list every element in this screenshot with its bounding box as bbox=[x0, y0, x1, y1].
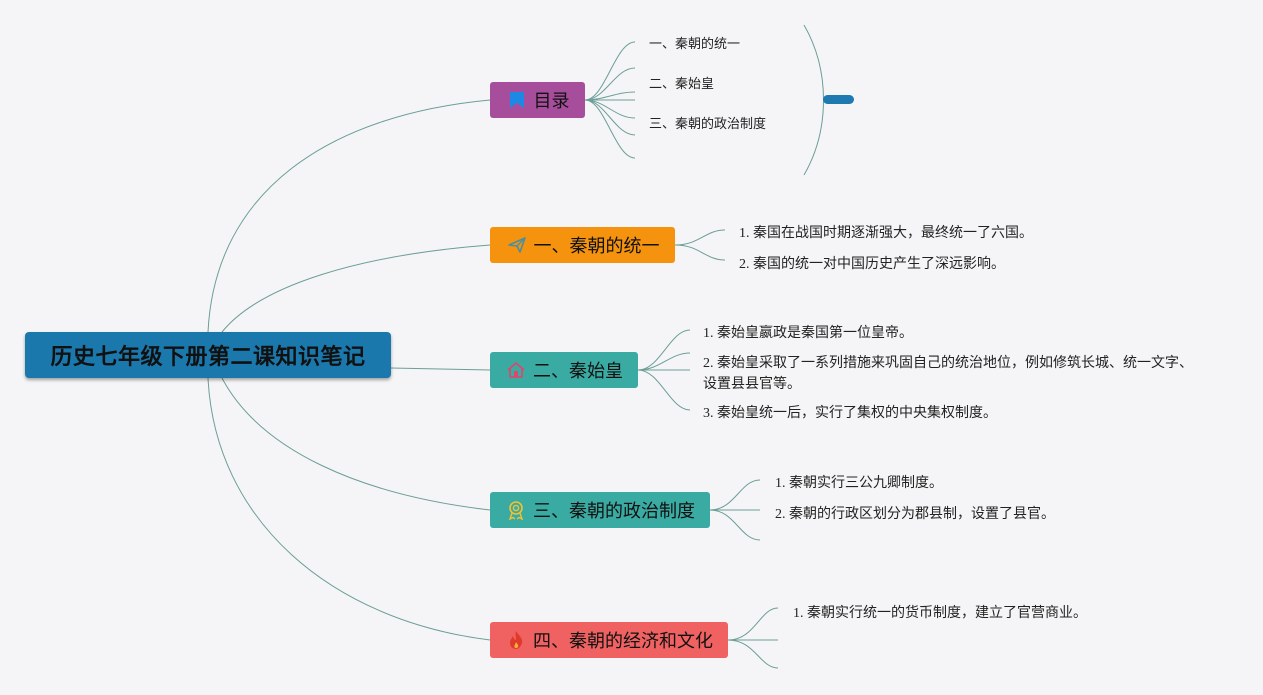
topic-label: 四、秦朝的经济和文化 bbox=[533, 631, 713, 652]
note-item[interactable]: 1. 秦始皇嬴政是秦国第一位皇帝。 bbox=[703, 326, 913, 341]
topic-b2[interactable]: 二、秦始皇 bbox=[490, 352, 638, 388]
topic-label: 一、秦朝的统一 bbox=[533, 236, 660, 257]
note-item[interactable]: 2. 秦始皇采取了一系列措施来巩固自己的统治地位，例如修筑长城、统一文字、 bbox=[703, 356, 1193, 371]
note-item[interactable]: 2. 秦朝的行政区划分为郡县制，设置了县官。 bbox=[775, 507, 1055, 522]
root-title: 历史七年级下册第二课知识笔记 bbox=[50, 345, 366, 370]
summary-brace bbox=[803, 24, 824, 176]
note-item: 设置县县官等。 bbox=[703, 377, 801, 392]
topic-label: 二、秦始皇 bbox=[533, 361, 623, 382]
connector-root-b3 bbox=[221, 377, 491, 511]
collapse-toggle[interactable] bbox=[823, 95, 854, 104]
topic-label: 目录 bbox=[533, 91, 570, 112]
connector-root-b4 bbox=[207, 377, 491, 641]
connector-root-b2 bbox=[390, 367, 491, 371]
home-icon bbox=[505, 359, 527, 381]
note-item[interactable]: 1. 秦国在战国时期逐渐强大，最终统一了六国。 bbox=[739, 226, 1033, 241]
toc-item[interactable]: 一、秦朝的统一 bbox=[649, 37, 741, 52]
note-item[interactable]: 3. 秦始皇统一后，实行了集权的中央集权制度。 bbox=[703, 406, 997, 421]
note-item[interactable]: 2. 秦国的统一对中国历史产生了深远影响。 bbox=[739, 257, 1005, 272]
topic-b1[interactable]: 一、秦朝的统一 bbox=[490, 227, 675, 263]
flag-icon bbox=[506, 89, 528, 111]
topic-b4[interactable]: 四、秦朝的经济和文化 bbox=[490, 622, 728, 658]
connector-root-b1 bbox=[221, 244, 491, 333]
toc-item[interactable]: 二、秦始皇 bbox=[649, 77, 715, 92]
toc-item[interactable]: 三、秦朝的政治制度 bbox=[649, 117, 767, 132]
topic-toc[interactable]: 目录 bbox=[490, 82, 585, 118]
medal-icon bbox=[505, 499, 527, 521]
note-item[interactable]: 1. 秦朝实行统一的货币制度，建立了官营商业。 bbox=[793, 606, 1087, 621]
note-item[interactable]: 1. 秦朝实行三公九卿制度。 bbox=[775, 476, 943, 491]
connector-root-toc bbox=[207, 99, 491, 333]
fire-icon bbox=[505, 629, 527, 651]
topic-label: 三、秦朝的政治制度 bbox=[533, 501, 695, 522]
paper-plane-icon bbox=[506, 234, 528, 256]
topic-b3[interactable]: 三、秦朝的政治制度 bbox=[490, 492, 710, 528]
root-topic[interactable]: 历史七年级下册第二课知识笔记 bbox=[25, 332, 391, 378]
